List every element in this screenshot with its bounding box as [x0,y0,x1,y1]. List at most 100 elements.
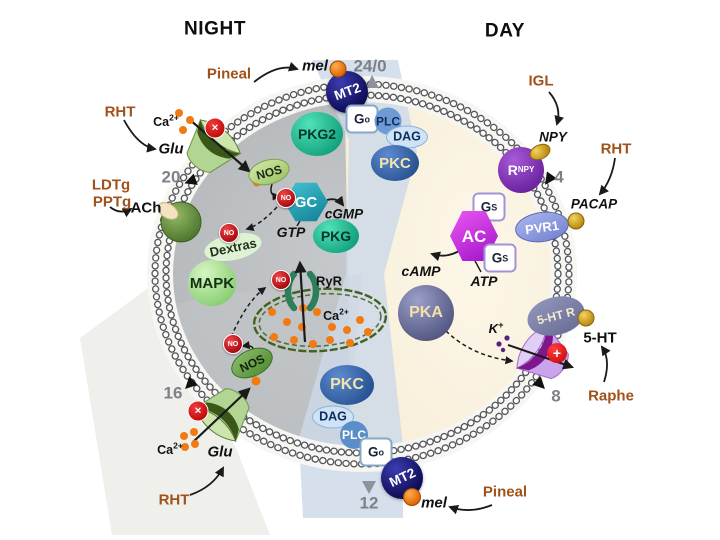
arrow-raphe-to-serotonin [600,345,611,383]
cgmp-label: cGMP [324,206,364,222]
g-text: G [491,250,503,266]
rht-label-right: RHT [600,140,632,158]
serotonin-receptor-text: 5-HT R [535,304,577,328]
pvr1-text: PVR1 [524,217,560,237]
clock-8: 8 [551,386,561,406]
arrow-ca-release-ryr [294,260,307,343]
rnpy-text: R [507,162,518,178]
pkg2-text: PKG2 [297,126,337,142]
block-icon-bottom: ✕ [187,400,209,422]
pacap-ligand-dot [567,212,585,230]
gtp-label: GTP [276,224,306,240]
rht-label-top: RHT [104,103,136,121]
clock-12: 12 [359,493,379,513]
plus-icon-kchannel: + [547,343,567,363]
calcium-charge: 2+ [339,306,349,317]
mt2-text: MT2 [386,465,418,491]
calcium-label-top: Ca2+ [153,112,179,129]
pptg-label: PPTg [92,193,132,211]
arrow-k-efflux [507,344,575,370]
melatonin-dot-bottom [403,488,421,506]
calcium-symbol: Ca [157,442,174,457]
arrow-rht-to-glu-bottom [189,466,224,496]
arrow-no-to-ryr [230,287,267,338]
g-text: G [353,111,365,127]
plc-text: PLC [342,428,366,442]
camp-label: cAMP [401,263,441,279]
clock-tick-8 [532,376,545,389]
pineal-label-bottom: Pineal [482,483,528,501]
glutamate-label-bottom: Glu [207,443,233,461]
no-radical-ryr: NO [271,270,291,290]
ach-label: ACh [130,199,162,217]
calcium-dots-bottom [180,428,199,451]
dag-text: DAG [319,409,347,424]
calcium-charge: 2+ [169,112,179,123]
melatonin-dot-top [329,60,347,78]
potassium-symbol: K [488,321,499,337]
arrow-ca-influx-top [188,118,251,173]
arrow-pka-to-kchannel [445,330,514,365]
raphe-label: Raphe [588,387,634,405]
glutamate-label-top: Glu [158,140,184,158]
igl-label: IGL [528,72,554,90]
nos-text: NOS [237,351,267,375]
arrow-ca-influx-bottom [192,387,251,443]
no-radical-gc: NO [276,188,296,208]
rht-label-bottom: RHT [158,491,190,509]
arrow-rht-to-pacap [598,157,616,196]
pkc-text: PKC [330,376,364,393]
clock-16: 16 [163,383,183,403]
line-atp-to-ac [473,258,482,273]
arrow-rht-to-glu-top [123,119,157,153]
calcium-symbol: Ca [323,308,340,323]
potassium-label: K+ [488,320,504,337]
arrow-pineal-to-mel-top [253,61,299,83]
rnpy-subscript: NPY [517,165,535,174]
night-title: NIGHT [183,18,247,40]
no-text: NO [223,229,235,237]
serotonin-label: 5-HT [583,329,617,347]
clock-4: 4 [554,167,564,187]
melatonin-label-top: mel [302,57,328,75]
g-text: G [480,199,492,215]
no-radical-bottom: NO [223,334,243,354]
gc-text: GC [294,193,318,211]
no-radical-dextras: NO [219,223,239,243]
pka-text: PKA [409,304,443,321]
clock-tick-16 [185,376,198,389]
ryr-label: RyR [315,273,343,289]
calcium-label-bottom: Ca2+ [157,441,183,457]
mapk-node: MAPK [188,260,236,306]
plc-text: PLC [376,114,400,128]
dag-text: DAG [393,129,421,144]
serotonin-ligand-dot [577,309,595,327]
pka-node: PKA [398,285,454,341]
ldtg-label: LDTg [91,176,131,194]
arrow-ldtg-to-ach [109,206,133,218]
potassium-dots [496,335,510,353]
atp-label: ATP [470,273,498,289]
arrow-gc-to-cgmp [326,195,345,207]
ryr-channel [284,270,320,312]
pkc-node-bottom: PKC [320,365,374,405]
pkg2-node: PKG2 [291,112,343,156]
mt2-text: MT2 [331,80,363,104]
potassium-channel [515,324,569,380]
nos-bottom-ca-dot [251,376,261,386]
pkc-node-top: PKC [371,145,419,181]
no-text: NO [227,340,239,348]
calcium-label-er: Ca2+ [323,306,349,323]
no-text: NO [275,276,287,284]
ac-text: AC [461,226,487,246]
solid-arrows [109,61,616,515]
clock-tick-4 [544,171,557,185]
plc-node-top: PLC [374,107,402,135]
clock-20: 20 [161,167,181,187]
dawn-marker-triangle [362,481,376,494]
dag-node-bottom: DAG [312,405,354,429]
dag-node-top: DAG [386,125,428,149]
